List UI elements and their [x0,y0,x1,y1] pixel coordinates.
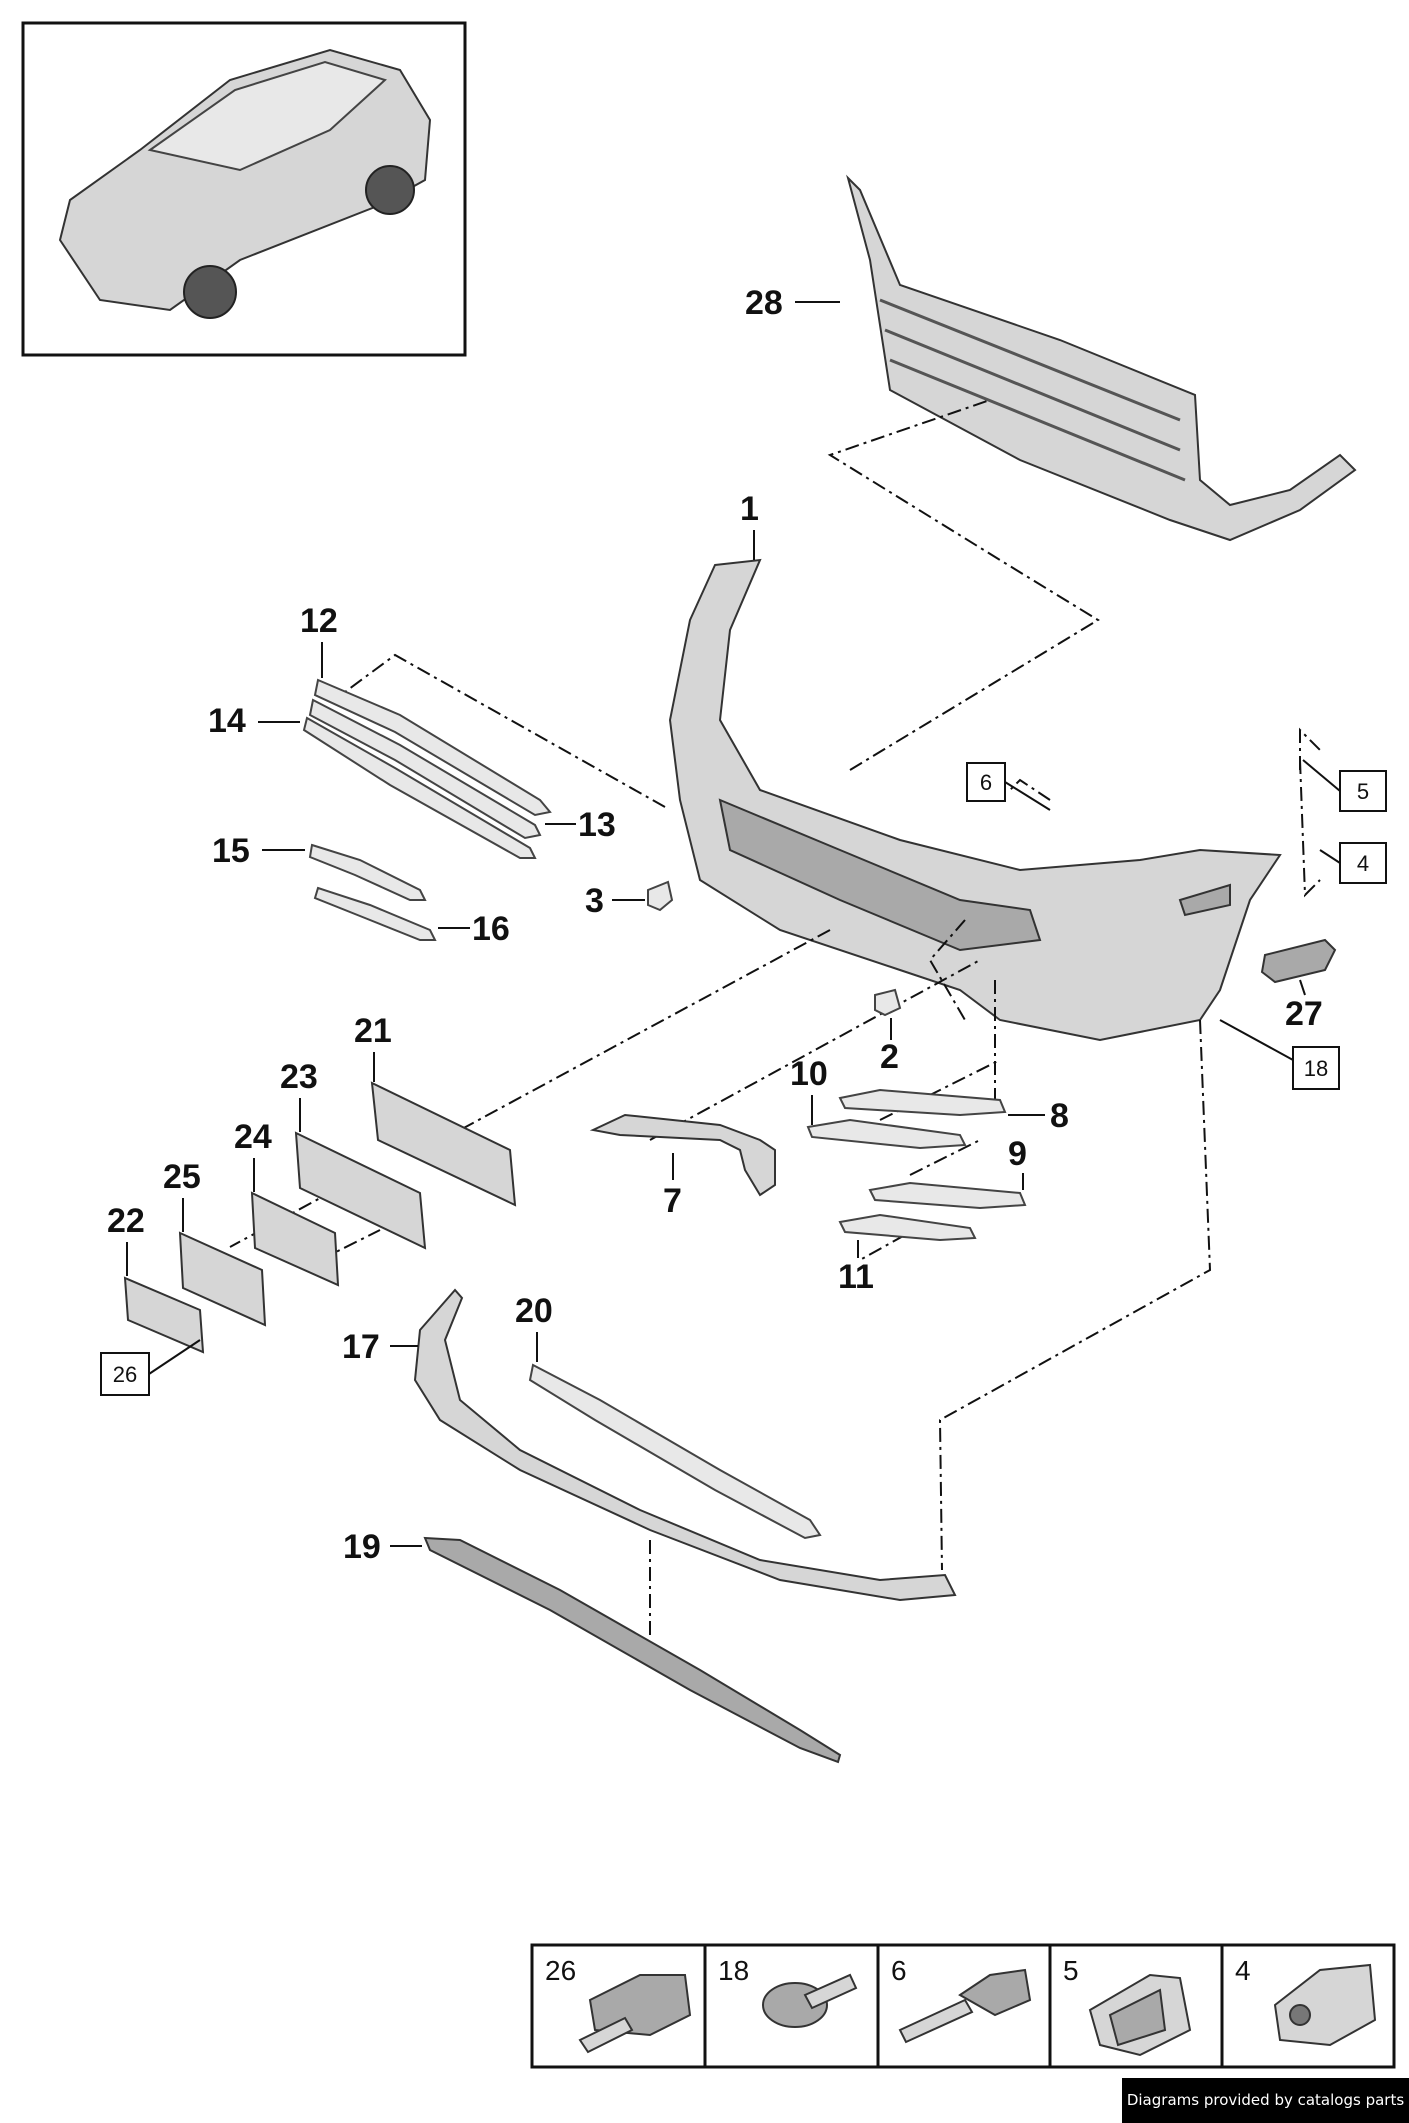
hardware-label-26: 26 [545,1955,576,1986]
callout-15: 15 [212,832,250,870]
callout-2: 2 [880,1038,899,1076]
boxed-ref-5: 5 [1302,759,1387,812]
part-21-plate-bracket [370,1081,517,1207]
part-25-plate-bracket [178,1231,267,1327]
callout-28: 28 [745,284,783,322]
hardware-18-screw-icon [762,1973,858,2028]
part-13-grille-strip [308,698,542,840]
callout-20: 20 [515,1292,553,1330]
boxed-ref-4: 4 [1319,842,1387,884]
part-7-bracket [589,1113,776,1197]
part-28-slats [879,298,1186,482]
callout-16: 16 [472,910,510,948]
hardware-label-4: 4 [1235,1955,1251,1986]
part-14-grille-strip [302,716,537,859]
callout-27: 27 [1285,995,1323,1033]
part-1-side-intake [1178,883,1231,917]
svg-text:26: 26 [113,1362,137,1387]
credit-banner: Diagrams provided by catalogs parts [1122,2078,1409,2123]
callout-7: 7 [663,1182,682,1220]
connector-lines [229,399,1321,1640]
callout-9: 9 [1008,1135,1027,1173]
hardware-label-5: 5 [1063,1955,1079,1986]
svg-text:5: 5 [1357,779,1369,804]
part-27-grommet [1260,938,1337,984]
svg-text:18: 18 [1304,1056,1328,1081]
hardware-5-bracket-icon [1088,1973,1192,2057]
part-15-trim-strip [308,843,427,901]
hardware-panel: 26 18 6 5 4 [530,1943,1396,2069]
callout-11: 11 [838,1258,874,1296]
callout-8: 8 [1050,1097,1069,1135]
svg-text:6: 6 [980,770,992,795]
part-12-grille-strip [313,678,552,817]
part-11-trim [838,1213,977,1242]
part-17-lower-spoiler [413,1288,957,1602]
part-24-plate-bracket [250,1191,340,1287]
part-22-plate-bracket [123,1276,205,1354]
svg-text:4: 4 [1357,851,1369,876]
part-10-trim [806,1118,967,1150]
leader-27 [1299,979,1306,996]
part-1-bumper-cover [668,558,1282,1042]
part-28-carrier [846,174,1357,542]
callout-10: 10 [790,1055,828,1093]
callout-25: 25 [163,1158,201,1196]
vehicle-front-wheel [183,265,237,319]
hardware-label-18: 18 [718,1955,749,1986]
part-20-grille-strip [528,1363,822,1540]
hardware-label-6: 6 [891,1955,907,1986]
callout-1: 1 [740,490,759,528]
callout-14: 14 [208,702,246,740]
callout-19: 19 [343,1528,381,1566]
callout-3: 3 [585,882,604,920]
part-23-plate-bracket [294,1131,427,1250]
callout-13: 13 [578,806,616,844]
hardware-6-pin-icon [898,1968,1032,2044]
callout-12: 12 [300,602,338,640]
part-8-trim [838,1088,1007,1117]
boxed-ref-6: 6 [966,762,1051,811]
vehicle-thumbnail [21,21,467,357]
hardware-26-clip-icon [578,1974,692,2054]
part-9-trim [868,1181,1027,1210]
part-3-cap [647,880,674,912]
callout-21: 21 [354,1012,392,1050]
part-16-trim-strip [313,886,437,941]
part-1-lower-opening [718,798,1042,952]
callout-22: 22 [107,1202,145,1240]
hardware-4-nut-icon [1273,1963,1377,2047]
vehicle-roof [147,60,387,172]
boxed-ref-18: 18 [1219,1019,1340,1090]
callout-17: 17 [342,1328,380,1366]
callout-24: 24 [234,1118,272,1156]
boxed-ref-26: 26 [100,1339,201,1396]
vehicle-rear-wheel [365,165,415,215]
part-19-lower-trim [423,1536,842,1764]
part-2-cap [874,988,902,1017]
callout-23: 23 [280,1058,318,1096]
